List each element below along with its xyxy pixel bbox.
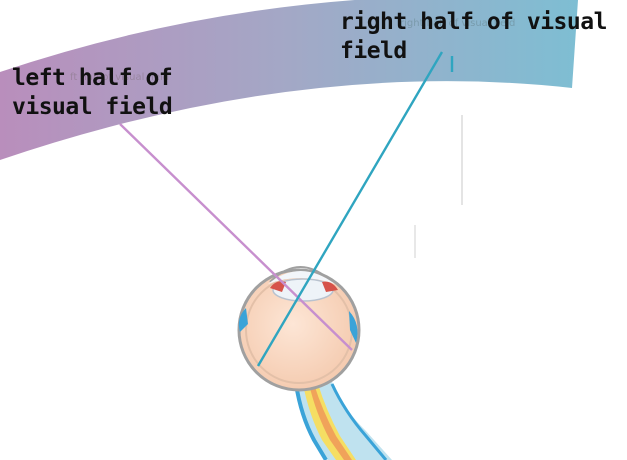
right-label-line-1: right half of visual: [340, 9, 607, 35]
eye-cross-section-icon: [237, 266, 361, 392]
optic-nerve: [294, 382, 392, 460]
right-field-ray: [256, 51, 444, 367]
visual-field-band: [0, 0, 578, 160]
faint-band-label-right: right half of visual field: [400, 18, 515, 29]
left-label-line-1: left half of: [12, 65, 173, 91]
left-visual-field-label: left half of visual field: [12, 64, 173, 122]
left-field-ray: [119, 123, 353, 351]
right-label-line-2: field: [340, 38, 407, 64]
left-label-line-2: visual field: [12, 94, 173, 120]
right-visual-field-label: right half of visual field: [340, 8, 607, 66]
faint-band-label-left: ft half of visual field: [70, 72, 169, 83]
